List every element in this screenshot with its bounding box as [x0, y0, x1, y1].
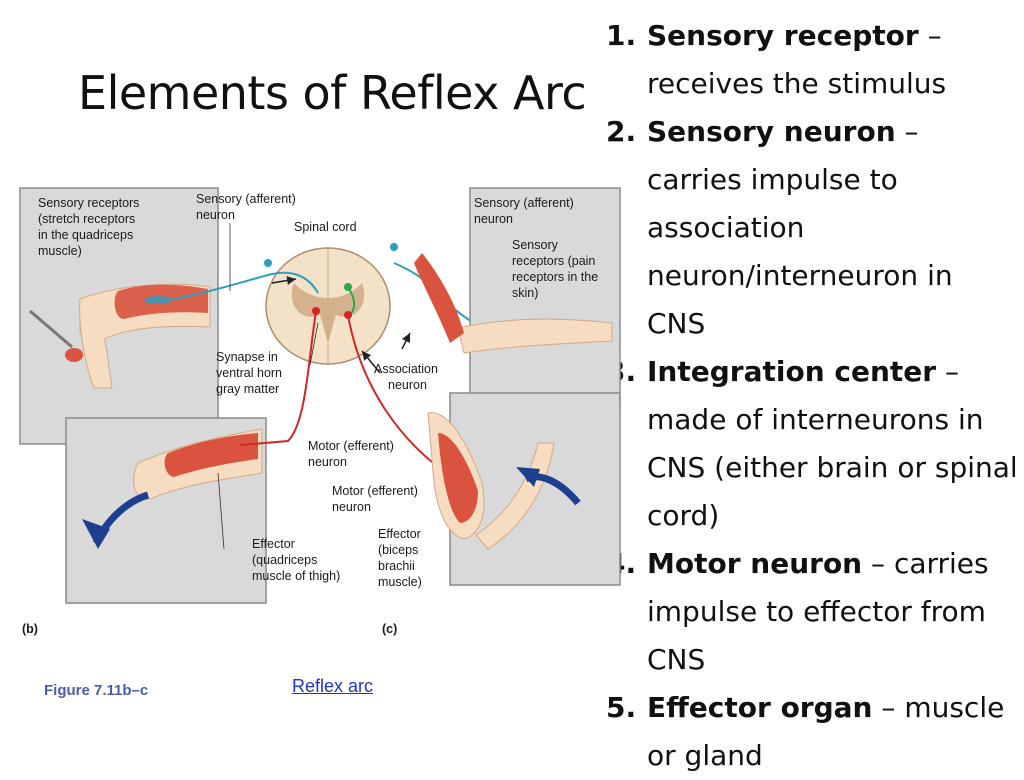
- panel-c-drawing: [414, 187, 621, 586]
- label-line: neuron: [474, 212, 513, 226]
- list-item: 4.Motor neuron – carries impulse to effe…: [606, 540, 1018, 684]
- label-spinal-cord: Spinal cord: [294, 220, 357, 234]
- withdraw-arrow-head: [516, 467, 540, 487]
- item-dash: –: [918, 19, 942, 52]
- label-line: (quadriceps: [252, 553, 317, 567]
- item-description: muscle or gland: [647, 691, 1005, 772]
- label-line: Sensory receptors: [38, 196, 139, 210]
- sensory-nerve-b: [167, 271, 319, 301]
- label-line: muscle of thigh): [252, 569, 340, 583]
- label-effector-b: Effector (quadriceps muscle of thigh): [252, 537, 340, 583]
- label-line: receptors in the: [512, 270, 598, 284]
- figure-caption: Figure 7.11b–c: [44, 682, 149, 699]
- item-dash: –: [895, 115, 919, 148]
- label-line: Sensory (afferent): [474, 196, 574, 210]
- list-item: 5. Effector organ – muscle or gland: [606, 684, 1018, 780]
- label-association-neuron: Association neuron: [374, 362, 441, 392]
- label-line: neuron: [196, 208, 235, 222]
- ganglion-c: [390, 243, 398, 251]
- impulse-arrow-b: [271, 276, 297, 285]
- item-description: receives the stimulus: [647, 67, 947, 100]
- label-line: Effector: [378, 527, 421, 541]
- leader-synapse: [309, 322, 319, 366]
- label-effector-c: Effector (biceps brachii muscle): [378, 527, 424, 589]
- label-line: Synapse in: [216, 350, 278, 364]
- label-line: neuron: [388, 378, 427, 392]
- reflex-arc-figure: Sensory receptors (stretch receptors in …: [18, 183, 622, 643]
- item-dash: –: [872, 691, 905, 724]
- label-line: in the quadriceps: [38, 228, 133, 242]
- slide-title: Elements of Reflex Arc: [78, 66, 587, 120]
- item-term: Sensory neuron: [647, 115, 896, 148]
- panel-c-label: (c): [382, 622, 397, 636]
- reflex-hammer-head: [65, 348, 83, 362]
- label-line: muscle): [378, 575, 422, 589]
- label-line: receptors (pain: [512, 254, 595, 268]
- kick-arrow-head: [82, 519, 110, 549]
- label-line: ventral horn: [216, 366, 282, 380]
- label-sensory-receptors-b: Sensory receptors (stretch receptors in …: [38, 196, 143, 258]
- item-term: Motor neuron: [647, 547, 863, 580]
- list-item: 2. Sensory neuron – carries impulse to as…: [606, 108, 1018, 348]
- biceps-muscle: [438, 433, 478, 523]
- lower-leg-shape: [79, 298, 113, 389]
- label-line: (stretch receptors: [38, 212, 135, 226]
- label-line: Sensory (afferent): [196, 192, 296, 206]
- panel-b-label: (b): [22, 622, 38, 636]
- reflex-hammer-handle: [29, 309, 73, 349]
- motor-cell-body-b: [312, 307, 320, 315]
- item-description: carries impulse to association neuron/in…: [647, 163, 953, 340]
- item-dash: –: [862, 547, 894, 580]
- label-line: Sensory: [512, 238, 559, 252]
- label-sensory-neuron-c: Sensory (afferent) neuron: [474, 196, 577, 226]
- item-term: Sensory receptor: [647, 19, 919, 52]
- item-number: 2.: [606, 115, 637, 148]
- item-description: made of interneurons in CNS (either brai…: [647, 403, 1018, 532]
- item-term: Effector organ: [647, 691, 873, 724]
- item-number: 1.: [606, 19, 637, 52]
- label-line: neuron: [332, 500, 371, 514]
- contracted-quadriceps: [164, 433, 258, 477]
- label-line: gray matter: [216, 382, 279, 396]
- item-description: carries impulse to effector from CNS: [647, 547, 989, 676]
- list-item: 1. Sensory receptor – receives the stimul…: [606, 12, 1018, 108]
- spinal-cord-drawing: [265, 247, 391, 365]
- impulse-arrow-c: [401, 332, 411, 350]
- label-line: Motor (efferent): [332, 484, 418, 498]
- label-motor-neuron-c: Motor (efferent) neuron: [332, 484, 421, 514]
- label-synapse: Synapse in ventral horn gray matter: [216, 350, 286, 396]
- item-number: 5.: [606, 691, 637, 724]
- reflex-arc-link[interactable]: Reflex arc: [292, 676, 374, 696]
- list-item: 3.Integration center – made of interneur…: [606, 348, 1018, 540]
- label-line: Association: [374, 362, 438, 376]
- label-line: Effector: [252, 537, 295, 551]
- label-sensory-neuron-b: Sensory (afferent) neuron: [196, 192, 299, 222]
- arm-muscle-top: [414, 253, 464, 343]
- outstretched-arm: [457, 318, 613, 354]
- label-line: neuron: [308, 455, 347, 469]
- item-term: Integration center: [647, 355, 937, 388]
- association-arrow: [361, 350, 381, 374]
- motor-cell-body-c: [344, 311, 352, 319]
- item-dash: –: [936, 355, 959, 388]
- motor-nerve-b: [239, 310, 317, 446]
- label-line: (biceps: [378, 543, 418, 557]
- label-motor-neuron-b: Motor (efferent) neuron: [308, 439, 397, 469]
- label-line: brachii: [378, 559, 415, 573]
- leader-effector-b: [217, 472, 225, 550]
- elements-list: 1. Sensory receptor – receives the stimul…: [606, 12, 1018, 780]
- label-line: Motor (efferent): [308, 439, 394, 453]
- ganglion-b: [264, 259, 272, 267]
- label-line: skin): [512, 286, 538, 300]
- reflex-arc-illustration: Sensory receptors (stretch receptors in …: [19, 187, 621, 636]
- label-line: muscle): [38, 244, 82, 258]
- panel-c-top-box: [469, 187, 621, 409]
- stretch-receptor: [144, 296, 172, 304]
- label-sensory-receptors-c: Sensory receptors (pain receptors in the…: [512, 238, 602, 300]
